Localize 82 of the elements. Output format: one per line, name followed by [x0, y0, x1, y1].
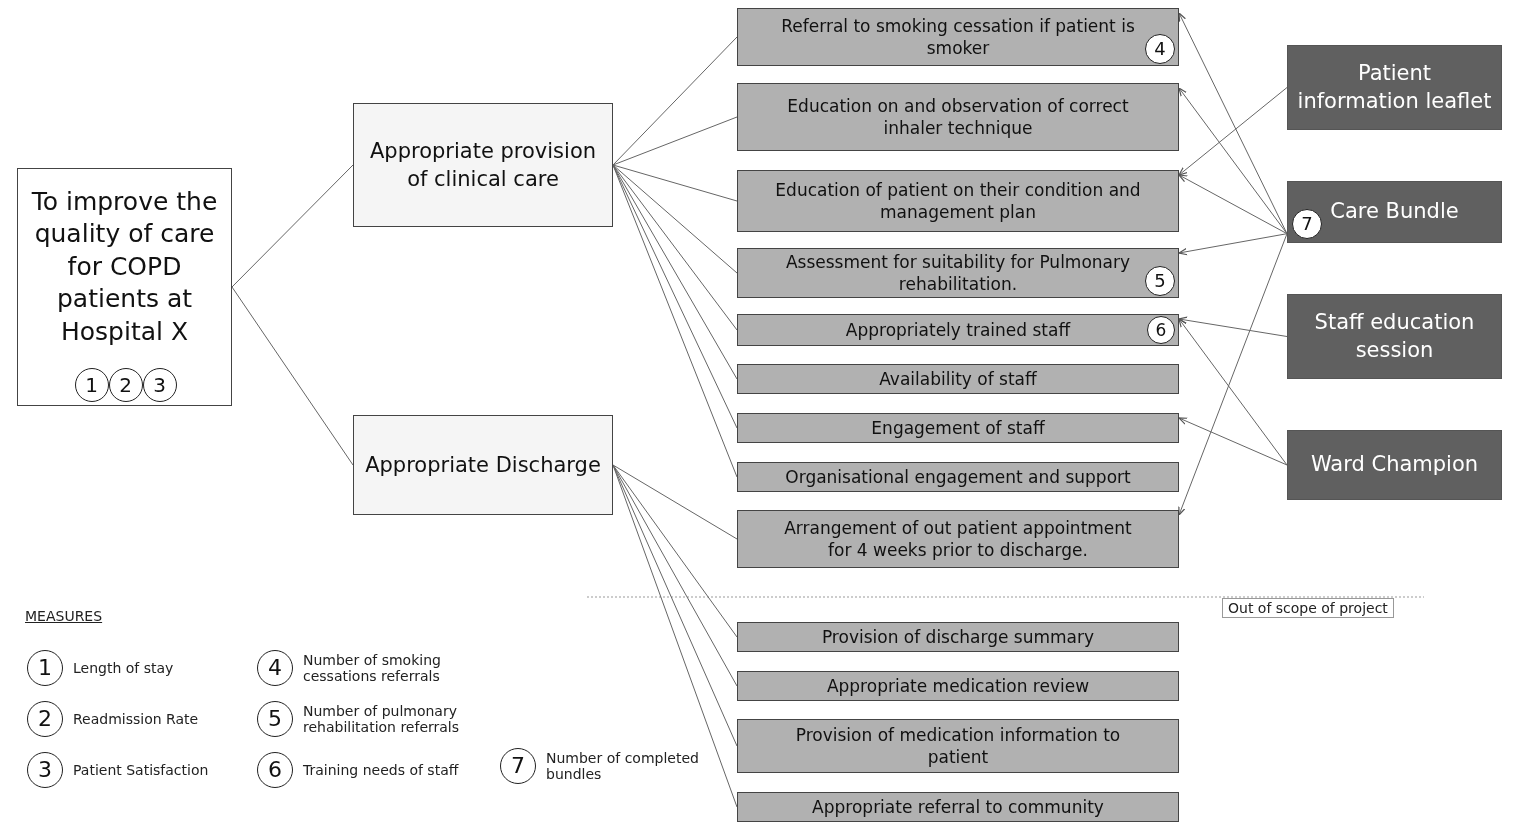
- connector-line: [612, 464, 738, 687]
- change-idea-box: [1287, 181, 1502, 243]
- driver-box: [737, 510, 1179, 568]
- node-text: Referral to smoking cessation if patient is smoker: [780, 14, 1136, 60]
- driver-box: [737, 413, 1179, 443]
- driver-box: [353, 415, 613, 515]
- measure-text: Readmission Rate: [73, 710, 200, 729]
- arrow: [1178, 87, 1288, 235]
- measure-number: 1: [27, 650, 63, 686]
- arrow: [1178, 233, 1288, 256]
- connector-line: [612, 164, 738, 380]
- connector-line: [612, 116, 738, 166]
- node-text: Engagement of staff: [871, 416, 1045, 440]
- node-text: Staff education session: [1313, 309, 1476, 364]
- change-idea-box: [1287, 430, 1502, 500]
- node-text: Appropriate provision of clinical care: [368, 137, 598, 193]
- connector-line: [612, 36, 738, 166]
- driver-box: [737, 622, 1179, 652]
- measure-number: 6: [1147, 316, 1175, 344]
- measure-text: Patient Satisfaction: [73, 761, 210, 780]
- measure-number: 7: [500, 748, 536, 784]
- connector-line: [231, 164, 354, 288]
- node-text: Education on and observation of correct inhaler technique: [786, 94, 1130, 140]
- node-text: Appropriate Discharge: [365, 451, 601, 479]
- measure-number: 5: [1145, 266, 1175, 296]
- connector-line: [612, 164, 738, 274]
- node-text: Provision of medication information to patient: [794, 723, 1122, 769]
- node-text: Assessment for suitability for Pulmonary rehabilitation.: [784, 250, 1132, 296]
- driver-box: [737, 671, 1179, 701]
- node-text: Provision of discharge summary: [821, 625, 1095, 649]
- node-text: Appropriately trained staff: [845, 318, 1071, 342]
- change-idea-box: [1287, 294, 1502, 379]
- driver-box: [737, 364, 1179, 394]
- driver-box: [737, 314, 1179, 346]
- arrow: [1178, 316, 1288, 337]
- node-text: To improve the quality of care for COPD patients at Hospital X: [30, 185, 219, 348]
- arrow: [1178, 174, 1288, 235]
- driver-box: [737, 719, 1179, 773]
- measure-number: 4: [257, 650, 293, 686]
- arrow: [1178, 417, 1288, 466]
- driver-box: [737, 248, 1179, 298]
- measure-text: Length of stay: [73, 659, 175, 678]
- driver-box: [737, 792, 1179, 822]
- measure-number: 6: [257, 752, 293, 788]
- driver-box: [737, 8, 1179, 66]
- driver-box: [353, 103, 613, 227]
- node-text: Care Bundle: [1330, 198, 1459, 226]
- node-text: Education of patient on their condition and management plan: [774, 178, 1142, 224]
- change-idea-box: [1287, 45, 1502, 130]
- connector-line: [612, 164, 738, 202]
- connector-line: [612, 464, 738, 540]
- goal-box: [17, 168, 232, 406]
- measure-number: 2: [27, 701, 63, 737]
- arrow: [1178, 233, 1288, 516]
- arrow: [1178, 87, 1288, 176]
- measure-text: Number of completed bundles: [546, 749, 700, 784]
- node-text: Ward Champion: [1310, 451, 1479, 479]
- connector-line: [612, 164, 738, 331]
- connector-line: [612, 464, 738, 638]
- node-text: Availability of staff: [879, 367, 1037, 391]
- note-label: Out of scope of project: [1222, 598, 1394, 618]
- node-text: Arrangement of out patient appointment for 4 weeks prior to discharge.: [783, 516, 1133, 562]
- measures-heading: MEASURES: [25, 608, 103, 624]
- node-text: Patient information leaflet: [1296, 60, 1493, 115]
- driver-box: [737, 83, 1179, 151]
- measure-number: 1: [74, 368, 109, 402]
- measure-text: Training needs of staff: [303, 761, 460, 780]
- connector-line: [231, 286, 354, 466]
- driver-box: [737, 462, 1179, 492]
- node-text: Appropriate medication review: [826, 674, 1090, 698]
- measure-number: 4: [1145, 34, 1175, 64]
- measure-text: Number of pulmonary rehabilitation referrals: [303, 702, 461, 737]
- node-text: Appropriate referral to community: [812, 795, 1104, 819]
- measure-number: 3: [27, 752, 63, 788]
- measure-text: Number of smoking cessations referrals: [303, 651, 442, 686]
- node-text: Organisational engagement and support: [785, 465, 1131, 489]
- measure-number: 3: [142, 368, 177, 402]
- measure-number: 7: [1292, 209, 1322, 239]
- measure-number: 5: [257, 701, 293, 737]
- driver-box: [737, 170, 1179, 232]
- arrow: [1178, 318, 1288, 466]
- measure-number: 2: [108, 368, 143, 402]
